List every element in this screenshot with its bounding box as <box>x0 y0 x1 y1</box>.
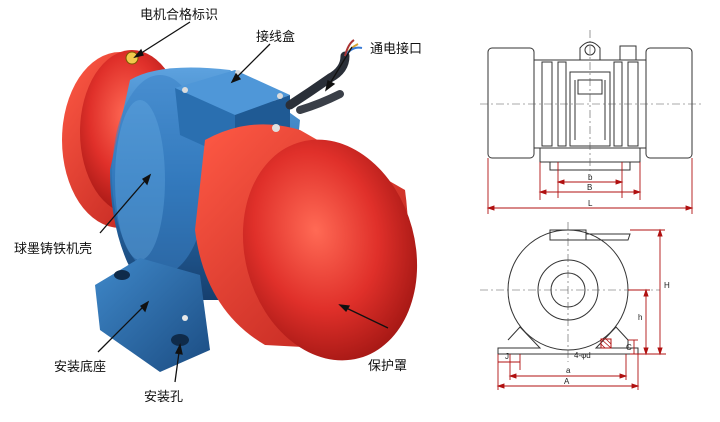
dim-C: C <box>626 343 632 352</box>
dim-h: h <box>638 313 642 322</box>
mounting-base-label: 安装底座 <box>54 360 107 375</box>
dim-B: B <box>587 183 592 192</box>
front-guard <box>195 124 418 361</box>
mounting-hole-left <box>114 270 130 280</box>
side-view-drawing: b B L <box>480 30 702 214</box>
dim-H: H <box>664 281 670 290</box>
housing-label: 球墨铸铁机壳 <box>14 242 93 257</box>
dim-J: J <box>505 352 509 361</box>
dim-holes: 4-φd <box>574 351 591 360</box>
dim-a: a <box>566 366 571 375</box>
cable-inlet-label: 通电接口 <box>370 42 423 57</box>
mounting-hole <box>171 334 189 346</box>
dim-b: b <box>588 173 593 182</box>
nameplate-label: 电机合格标识 <box>140 8 219 23</box>
dim-A: A <box>564 377 570 386</box>
front-view-drawing: H h J a A 4-φd C <box>480 222 670 390</box>
mounting-base <box>95 258 210 372</box>
guard-label: 保护罩 <box>368 359 408 374</box>
nameplate-badge <box>125 51 139 65</box>
junction-box-label: 接线盒 <box>256 30 296 45</box>
callout-leaders <box>97 21 389 383</box>
cable-inlet <box>285 39 363 114</box>
dim-L: L <box>588 199 593 208</box>
motor-illustration <box>62 21 418 383</box>
base-bolt <box>182 315 188 321</box>
mounting-hole-label: 安装孔 <box>144 390 184 405</box>
